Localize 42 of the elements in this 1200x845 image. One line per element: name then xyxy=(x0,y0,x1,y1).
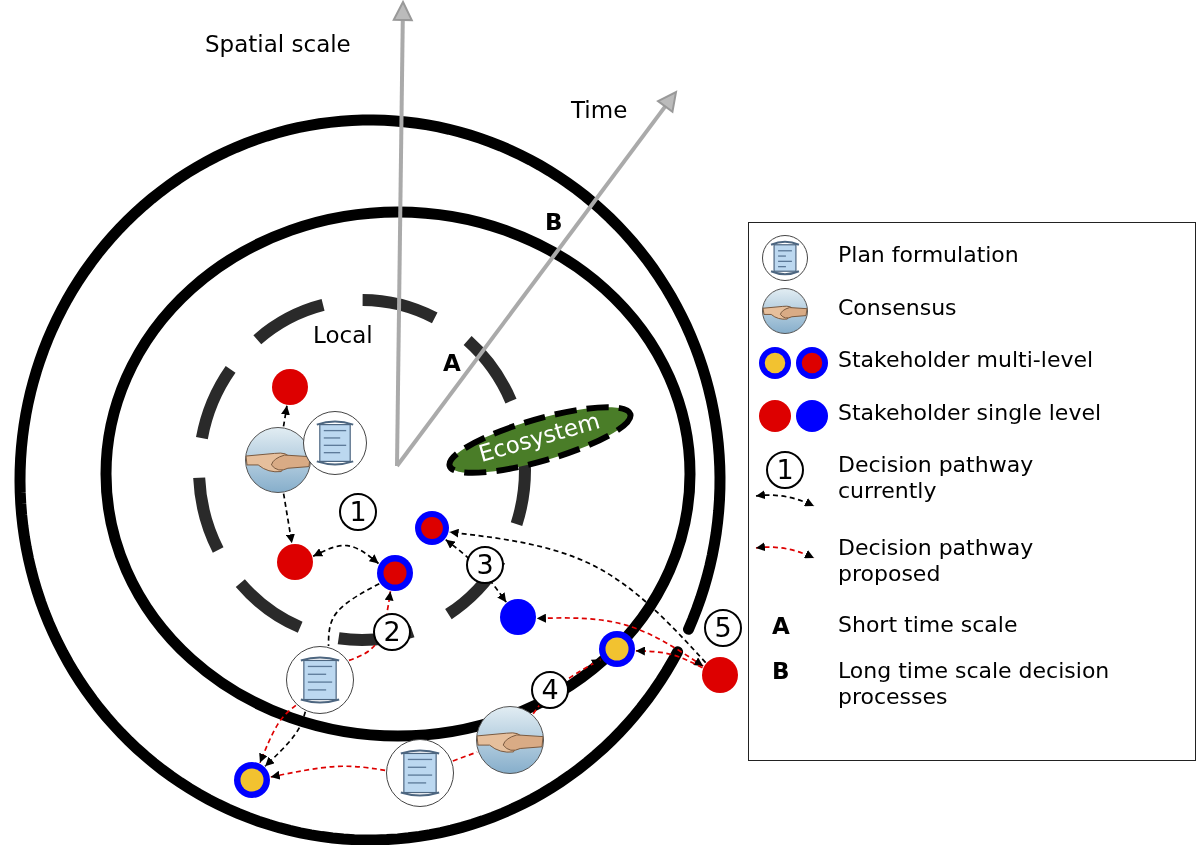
scroll-icon xyxy=(386,739,454,807)
multi-level-stakeholder-circle xyxy=(377,555,413,591)
legend-text: Stakeholder single level xyxy=(838,400,1103,427)
scroll-icon xyxy=(303,411,367,475)
legend-text: Long time scale decision processes xyxy=(838,658,1111,711)
legend-text: Consensus xyxy=(838,295,958,322)
legend-text: Stakeholder multi-level xyxy=(838,347,1095,374)
legend-text: Decision pathway proposed xyxy=(838,535,1035,588)
multi-level-stakeholder-circle xyxy=(599,631,635,667)
dashed-arrow xyxy=(448,528,707,664)
legend-text: Short time scale xyxy=(838,612,1019,639)
callout-number: 4 xyxy=(531,671,569,709)
scroll-icon xyxy=(286,646,354,714)
stakeholder-circle xyxy=(702,657,738,693)
axis-label: Local xyxy=(313,322,373,349)
dashed-arrow xyxy=(281,404,290,428)
scale-letter: B xyxy=(545,209,563,236)
callout-number: 3 xyxy=(466,546,504,584)
axis-label: Time xyxy=(571,97,628,124)
callout-number: 1 xyxy=(339,493,377,531)
scale-letter: A xyxy=(443,350,461,377)
dashed-arrow xyxy=(264,710,307,768)
dashed-arrow xyxy=(312,544,380,565)
dashed-arrow xyxy=(269,765,386,780)
stakeholder-circle xyxy=(277,544,313,580)
dashed-arrow xyxy=(635,646,704,669)
scale-letter: A xyxy=(772,613,790,640)
legend-text: Plan formulation xyxy=(838,242,1020,269)
dashed-arrow xyxy=(282,492,295,545)
stakeholder-circle xyxy=(272,369,308,405)
legend-text: Decision pathway currently xyxy=(838,452,1035,505)
dashed-arrow xyxy=(259,704,297,764)
handshake-icon xyxy=(245,427,311,493)
callout-number: 5 xyxy=(704,609,742,647)
axis-label: Spatial scale xyxy=(205,31,351,58)
multi-level-stakeholder-circle xyxy=(234,762,270,798)
multi-level-stakeholder-circle xyxy=(415,511,449,545)
dashed-arrow xyxy=(536,613,705,667)
callout-number: 2 xyxy=(373,613,411,651)
stakeholder-circle xyxy=(500,599,536,635)
scale-letter: B xyxy=(772,658,790,685)
handshake-icon xyxy=(476,706,544,774)
